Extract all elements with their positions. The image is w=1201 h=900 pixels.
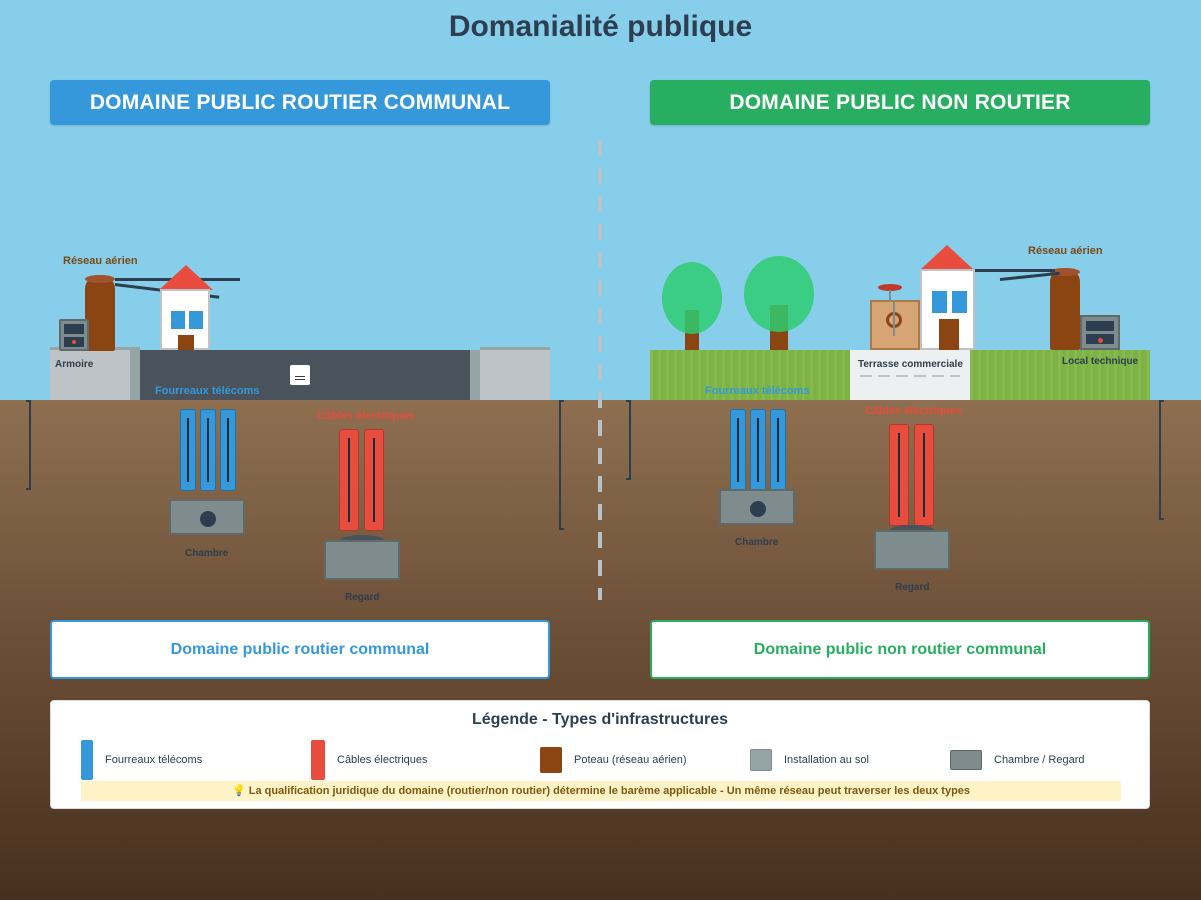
pole-icon [540, 747, 562, 773]
info-box-routier: Domaine public routier communal [50, 620, 550, 679]
telecom-duct-icon [81, 740, 93, 780]
legend-item-chamber: Chambre / Regard [950, 739, 1085, 781]
right-telecom-duct-3 [770, 409, 786, 491]
right-house-roof [920, 245, 974, 270]
ground-installation-icon [750, 749, 772, 771]
right-aerial-label: Réseau aérien [1028, 245, 1103, 257]
left-curb [130, 350, 140, 400]
legend-item-ground: Installation au sol [750, 739, 869, 781]
right-grass-2 [970, 350, 1150, 400]
legend-item-telecom: Fourreaux télécoms [81, 739, 202, 781]
right-depth-bracket-2 [1159, 400, 1164, 520]
parasol-icon [878, 284, 902, 291]
right-wire-1 [975, 269, 1055, 272]
legend-label: Fourreaux télécoms [105, 754, 203, 766]
legend-title: Légende - Types d'infrastructures [471, 711, 728, 728]
chamber-icon [950, 750, 982, 770]
right-chamber-icon [719, 489, 795, 525]
domain-divider [598, 140, 602, 600]
terrace-label: Terrasse commerciale [858, 359, 963, 370]
right-electric-cable-2 [914, 424, 934, 526]
right-regard-label: Regard [895, 582, 930, 593]
legend-note: 💡 La qualification juridique du domaine … [81, 781, 1121, 801]
left-house-icon [160, 289, 210, 350]
left-chamber-label: Chambre [185, 548, 229, 559]
cabinet-label: Armoire [55, 359, 94, 370]
left-sidewalk [50, 347, 140, 400]
right-curb [470, 350, 480, 400]
left-aerial-label: Réseau aérien [63, 255, 138, 267]
right-pole-icon [1050, 268, 1080, 350]
tree-2-icon [744, 256, 814, 332]
legend-note-text: La qualification juridique du domaine (r… [248, 785, 971, 797]
left-regard-icon [324, 540, 400, 580]
right-sidewalk [480, 347, 550, 400]
left-telecom-duct-2 [200, 409, 216, 491]
right-telecom-label: Fourreaux télécoms [705, 385, 810, 397]
left-depth-bracket-1 [26, 400, 31, 490]
left-telecom-duct-1 [180, 409, 196, 491]
legend-item-electric: Câbles électriques [311, 739, 428, 781]
right-depth-bracket-1 [626, 400, 631, 480]
legend-item-pole: Poteau (réseau aérien) [540, 739, 687, 781]
left-telecom-duct-3 [220, 409, 236, 491]
parasol-pole [889, 290, 891, 302]
lightbulb-icon: 💡 [231, 785, 246, 797]
info-box-non-routier: Domaine public non routier communal [650, 620, 1150, 679]
left-regard-label: Regard [345, 592, 380, 603]
right-electric-label: Câbles électriques [865, 405, 963, 417]
electric-cable-icon [311, 740, 325, 780]
road-sign [290, 365, 310, 385]
right-electric-cable-1 [889, 424, 909, 526]
right-telecom-duct-1 [730, 409, 746, 491]
local-technique-icon [1080, 315, 1120, 350]
legend-label: Poteau (réseau aérien) [574, 754, 687, 766]
left-electric-cable-2 [364, 429, 384, 531]
legend-panel: Légende - Types d'infrastructures Fourre… [50, 700, 1150, 809]
legend-label: Câbles électriques [337, 754, 428, 766]
right-telecom-duct-2 [750, 409, 766, 491]
banner-non-routier: DOMAINE PUBLIC NON ROUTIER [650, 80, 1150, 125]
legend-label: Chambre / Regard [994, 754, 1085, 766]
banner-routier: DOMAINE PUBLIC ROUTIER COMMUNAL [50, 80, 550, 125]
local-technique-label: Local technique [1062, 356, 1139, 367]
terrace-kiosk-icon [870, 300, 920, 350]
left-depth-bracket-2 [559, 400, 564, 530]
left-pole-icon [85, 275, 115, 351]
left-house-roof [159, 265, 213, 290]
right-house-icon [920, 269, 975, 350]
right-chamber-label: Chambre [735, 537, 779, 548]
left-telecom-label: Fourreaux télécoms [155, 385, 260, 397]
cabinet-icon [59, 319, 89, 351]
right-grass-1 [650, 350, 850, 400]
left-chamber-icon [169, 499, 245, 535]
page-title: Domanialité publique [448, 10, 753, 43]
left-electric-cable-1 [339, 429, 359, 531]
left-electric-label: Câbles électriques [317, 410, 415, 422]
terrace-surface [850, 350, 970, 400]
right-regard-icon [874, 530, 950, 570]
legend-label: Installation au sol [784, 754, 869, 766]
tree-1-icon [662, 262, 722, 334]
